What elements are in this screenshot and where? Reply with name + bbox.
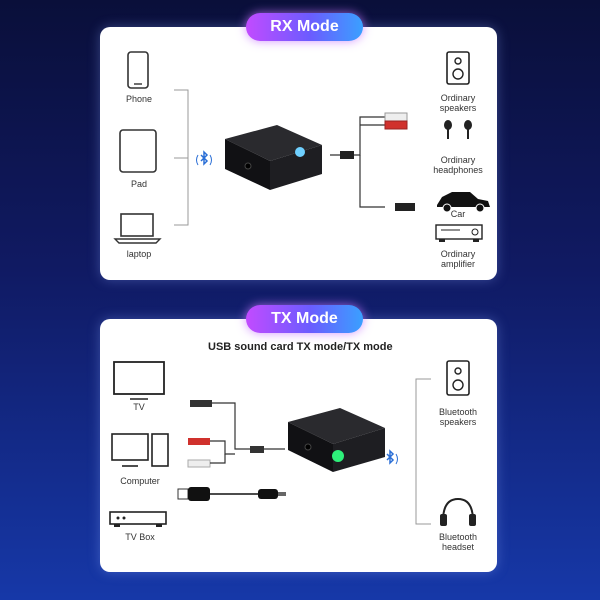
bluetooth-speaker-icon (446, 360, 470, 396)
bluetooth-adapter-device (225, 125, 322, 190)
tx-diagram (109, 360, 476, 527)
tx-output-headset: Bluetooth headset (438, 532, 478, 552)
amplifier-icon (435, 224, 483, 242)
tx-mode-title: TX Mode (246, 305, 363, 333)
tx-source-computer: Computer (120, 476, 160, 486)
rx-output-speakers: Ordinary speakers (439, 93, 477, 113)
bluetooth-icon (386, 449, 398, 465)
tx-mode-panel: TX Mode USB sound card TX mode/TX mode (100, 305, 497, 572)
pad-icon (119, 129, 157, 173)
tx-source-tv-box: TV Box (125, 532, 155, 542)
tv-icon (113, 361, 165, 400)
tv-box-icon (109, 511, 167, 527)
rx-diagram (113, 51, 490, 244)
car-icon (437, 192, 490, 213)
bluetooth-icon (196, 150, 212, 166)
rx-source-phone: Phone (125, 94, 153, 104)
headphones-icon (444, 120, 472, 139)
laptop-icon (113, 213, 162, 244)
rx-output-car: Car (450, 209, 466, 219)
tx-source-tv: TV (133, 402, 145, 412)
computer-icon (111, 433, 169, 467)
rx-output-amplifier: Ordinary amplifier (440, 249, 476, 269)
bluetooth-adapter-device (288, 408, 385, 472)
tx-output-speakers: Bluetooth speakers (438, 407, 478, 427)
tx-subtitle: USB sound card TX mode/TX mode (208, 341, 393, 353)
speaker-icon (446, 51, 470, 85)
bluetooth-headset-icon (440, 497, 476, 526)
rx-source-pad: Pad (130, 179, 147, 189)
rx-mode-title: RX Mode (246, 13, 363, 41)
phone-icon (127, 51, 149, 89)
rx-output-headphones: Ordinary headphones (433, 155, 483, 175)
rx-mode-panel: RX Mode (100, 13, 497, 280)
rx-source-laptop: laptop (126, 249, 152, 259)
